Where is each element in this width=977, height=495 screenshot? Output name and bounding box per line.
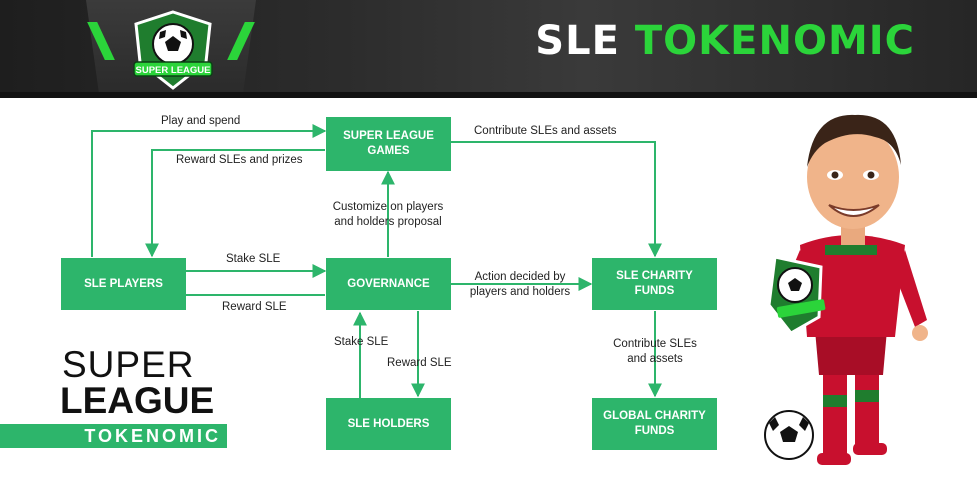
title-tokenomic: TOKENOMIC <box>634 18 915 64</box>
brand-tokenomic-bar: TOKENOMIC <box>0 424 227 448</box>
label-reward-players: Reward SLE <box>222 301 287 313</box>
label-reward-prizes: Reward SLEs and prizes <box>176 154 303 166</box>
header-banner: SUPER LEAGUE SLE TOKENOMIC <box>0 0 977 98</box>
node-global-charity-funds: GLOBAL CHARITY FUNDS <box>592 398 717 450</box>
label-customize: Customize on players and holders proposa… <box>332 201 444 228</box>
super-league-logo: SUPER LEAGUE <box>133 10 213 90</box>
title-sle: SLE <box>535 18 620 64</box>
label-contribute-charity: Contribute SLEs and assets <box>613 338 697 365</box>
node-sle-players: SLE PLAYERS <box>61 258 186 310</box>
label-stake-players: Stake SLE <box>226 253 281 265</box>
label-stake-holders: Stake SLE <box>334 336 389 348</box>
brand-league: LEAGUE <box>60 380 215 421</box>
logo-text: SUPER LEAGUE <box>136 65 211 76</box>
label-action: Action decided by players and holders <box>469 271 571 298</box>
label-reward-holders: Reward SLE <box>387 357 452 369</box>
label-play-spend: Play and spend <box>161 115 241 127</box>
node-sle-charity-funds: SLE CHARITY FUNDS <box>592 258 717 310</box>
brand-tokenomic: TOKENOMIC <box>84 426 221 446</box>
brand-super: SUPER <box>62 344 195 385</box>
page-title: SLE TOKENOMIC <box>535 18 915 64</box>
node-governance: GOVERNANCE <box>326 258 451 310</box>
player-illustration <box>764 114 928 465</box>
label-contribute-games: Contribute SLEs and assets <box>474 125 617 137</box>
edge-play-spend <box>91 124 327 257</box>
node-sle-holders: SLE HOLDERS <box>326 398 451 450</box>
edge-contribute-games <box>451 141 662 258</box>
node-super-league-games: SUPER LEAGUE GAMES <box>326 117 451 171</box>
edge-reward-prizes <box>145 149 325 258</box>
